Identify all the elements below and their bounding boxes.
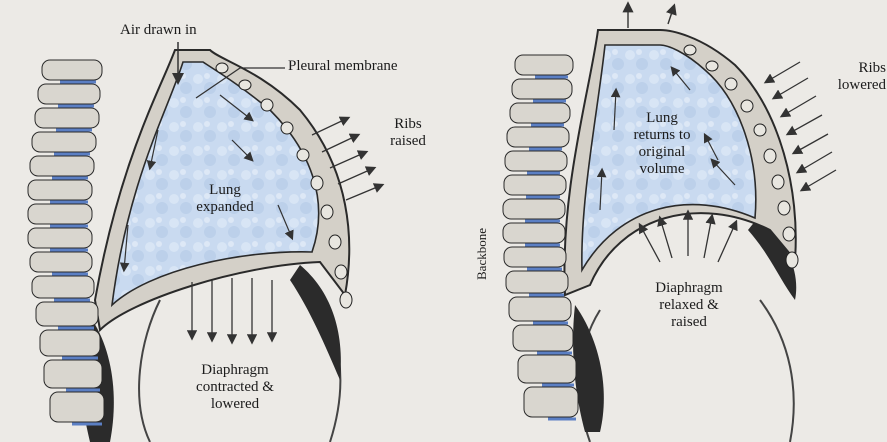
ribs-lowered-label: Ribs lowered bbox=[820, 60, 886, 94]
lung-returns-line-2: returns to bbox=[612, 127, 712, 144]
ribs-raised-label: Ribs raised bbox=[380, 116, 436, 150]
diaphragm-contracted-line-3: lowered bbox=[185, 396, 285, 413]
diaphragm-relaxed-label: Diaphragm relaxed & raised bbox=[634, 280, 744, 331]
lung-expanded-label: Lung expanded bbox=[180, 182, 270, 216]
diaphragm-contracted-label: Diaphragm contracted & lowered bbox=[185, 362, 285, 413]
diaphragm-shadow-left-b bbox=[290, 265, 341, 380]
lung-expanded-line-1: Lung bbox=[180, 182, 270, 199]
ribs-raised-line-1: Ribs bbox=[380, 116, 436, 133]
exhalation-panel bbox=[503, 4, 836, 442]
diaphragm-relaxed-line-1: Diaphragm bbox=[634, 280, 744, 297]
diaphragm-contracted-line-2: contracted & bbox=[185, 379, 285, 396]
diaphragm-contracted-line-1: Diaphragm bbox=[185, 362, 285, 379]
lung-expanded-line-2: expanded bbox=[180, 199, 270, 216]
diaphragm-down-arrows bbox=[192, 278, 272, 342]
diaphragm-relaxed-line-2: relaxed & bbox=[634, 297, 744, 314]
lung-returns-line-1: Lung bbox=[612, 110, 712, 127]
lung-returns-line-3: original bbox=[612, 144, 712, 161]
lung-returns-label: Lung returns to original volume bbox=[612, 110, 712, 178]
lung-returns-line-4: volume bbox=[612, 161, 712, 178]
diaphragm-shadow-right-a bbox=[573, 305, 604, 432]
pleural-membrane-label: Pleural membrane bbox=[288, 58, 398, 75]
backbone-label: Backbone bbox=[474, 228, 490, 280]
air-out-arrow-2 bbox=[668, 6, 674, 24]
air-drawn-in-label: Air drawn in bbox=[120, 22, 197, 39]
ribs-raised-line-2: raised bbox=[380, 133, 436, 150]
ribs-lowered-line-1: Ribs bbox=[820, 60, 886, 77]
ribs-lowered-line-2: lowered bbox=[820, 77, 886, 94]
spine-left bbox=[28, 60, 104, 424]
diaphragm-relaxed-line-3: raised bbox=[634, 314, 744, 331]
